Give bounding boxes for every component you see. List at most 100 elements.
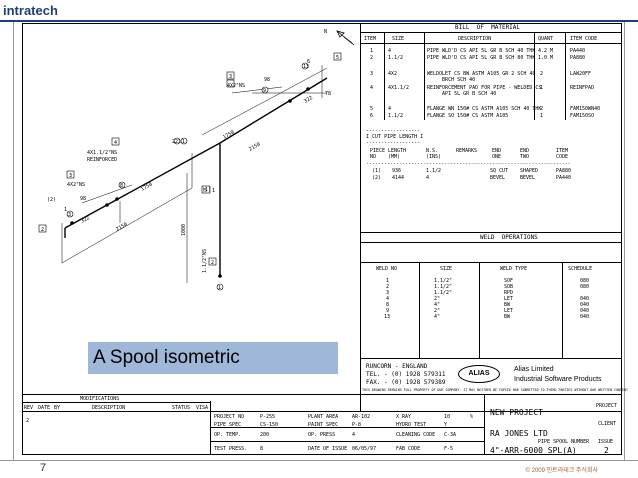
field-value: AR-102 <box>352 414 371 420</box>
weld-cell-size: 1.1/2" <box>434 290 453 296</box>
weld-cell-type: BW <box>504 302 511 308</box>
weld-header-line <box>360 262 622 263</box>
pipe-run <box>64 77 328 276</box>
cut-header-end-one: END ONE <box>492 148 502 160</box>
cut-list-header-rule: ----------------------------------------… <box>366 161 571 167</box>
weld-9: 9 <box>263 88 266 94</box>
weld-title-line <box>360 242 622 243</box>
item-6-label: 6 <box>307 59 310 65</box>
company-tel: TEL. - (0) 1928 579311 <box>366 371 446 378</box>
field-value: P-255 <box>260 414 276 420</box>
company-name: Alias Limited <box>514 366 554 373</box>
weld-cell-type: BW <box>504 314 511 320</box>
weld-circles <box>66 62 309 291</box>
company-top-line <box>360 358 622 359</box>
cut-header-item-code: ITEM CODE <box>556 148 569 160</box>
dim-78: 78 <box>325 91 331 97</box>
bom-cell-size: 4 <box>388 106 392 112</box>
bottom-bar <box>0 460 638 461</box>
weld-8: 8 <box>120 183 123 189</box>
weld-header-size: SIZE <box>440 266 453 272</box>
bom-cell-description: WELDOLET CS BW ASTM A105 GR 2 SCH 40 BRC… <box>427 71 536 83</box>
drawing-frame <box>22 23 622 455</box>
weld-title: WELD OPERATIONS <box>480 234 538 241</box>
title-block-row-2 <box>210 427 484 428</box>
pipe-piece-2-1: 2 1 <box>172 139 181 145</box>
cut-cell-end-two: BEVEL <box>520 175 536 181</box>
field-label: X RAY <box>396 414 412 420</box>
bom-header-item: ITEM <box>364 36 377 42</box>
weld-cell-type: LET <box>504 308 514 314</box>
item-3b-size: 4X2"NS <box>67 182 85 188</box>
dim-98-upper: 98 <box>264 77 270 83</box>
weld-cell-schedule: 040 <box>580 296 590 302</box>
cut-list-rule-top: ------------------ <box>366 128 421 134</box>
weld-col-2 <box>479 262 480 358</box>
left-border-line <box>13 22 14 460</box>
field-label: DATE OF ISSUE <box>308 446 348 452</box>
weld-cell-schedule: 080 <box>580 278 590 284</box>
cut-header-end-two: END TWO <box>520 148 530 160</box>
dim-1750-lower: 1750 <box>140 182 153 193</box>
bom-cell-size: 1.1/2 <box>388 113 404 119</box>
cut-header-piece: PIECE NO <box>370 148 386 160</box>
client-name: RA JONES LTD <box>490 429 548 438</box>
item-2-label: 2 <box>41 227 44 233</box>
field-label: TEST PRESS. <box>214 446 248 452</box>
cut-cell-length: 936 <box>392 168 402 174</box>
revision-value: 2 <box>26 418 30 424</box>
weld-cell-type: LET <box>504 296 514 302</box>
cut-list-title-text: CUT PIPE LENGTH <box>372 134 418 140</box>
notice-line <box>22 394 622 395</box>
property-notice: THIS DRAWING REMAINS FULL PROPERTY OF OU… <box>362 388 628 392</box>
mod-header-description: DESCRIPTION <box>92 405 126 411</box>
alias-logo: ALIAS <box>458 365 500 383</box>
dim-1-1-2-ns: 1.1/2"NS <box>202 249 208 273</box>
page-number: 7 <box>40 462 47 474</box>
weld-header-schedule: SCHEDULE <box>568 266 593 272</box>
weld-cell-no: 13 <box>384 314 391 320</box>
bom-col-2 <box>424 32 425 120</box>
north-label: N <box>324 29 327 35</box>
bom-cell-item: 4 <box>370 85 374 91</box>
bom-cell-code: FAM150SO <box>570 113 595 119</box>
field-label: PIPE SPEC <box>214 422 242 428</box>
bom-header-description: DESCRIPTION <box>458 36 492 42</box>
weld-cell-schedule: 040 <box>580 314 590 320</box>
north-arrow-icon <box>336 30 355 46</box>
field-value: 8 <box>260 446 264 452</box>
field-value: 10 <box>444 414 451 420</box>
bom-cell-size: 1.1/2 <box>388 55 404 61</box>
bom-cell-description: FLANGE SO 150# CS ASTM A105 <box>427 113 509 119</box>
item-5b-label: 5 <box>204 188 207 194</box>
bom-cell-quant: 1 <box>540 113 544 119</box>
weld-cell-type: SOB <box>504 284 514 290</box>
spool-number-label: PIPE SPOOL NUMBER <box>538 439 590 445</box>
bom-cell-description: PIPE WLD'D CS API 5L GR B SCH 40 THK <box>427 48 536 54</box>
field-value: 06/05/97 <box>352 446 377 452</box>
bom-cell-code: FAM150WN40 <box>570 106 601 112</box>
weld-header-type: WELD TYPE <box>500 266 528 272</box>
spool-number: 4"-ARR-6000 SPL(A) <box>490 446 577 455</box>
weld-points <box>70 87 310 278</box>
top-bar <box>0 20 638 22</box>
field-value: F-5 <box>444 446 454 452</box>
bom-cell-item: 1 <box>370 48 374 54</box>
title-block-row-3 <box>210 441 484 442</box>
project-label: PROJECT <box>596 403 618 409</box>
bom-title: BILL OF MATERIAL <box>455 24 521 31</box>
right-panel-separator <box>360 23 361 411</box>
weld-cell-no: 4 <box>386 296 390 302</box>
mod-header-visa: VISA <box>196 405 209 411</box>
bom-cell-item: 6 <box>370 113 374 119</box>
cut-header-length: LENGTH (MM) <box>388 148 407 160</box>
field-label: OP. PRESS <box>308 432 336 438</box>
dim-322-upper: 322 <box>303 95 314 105</box>
item-5-sep: 1 <box>212 188 215 194</box>
bom-cell-quant: 1 <box>540 85 544 91</box>
bom-header-line <box>360 43 622 44</box>
issue-number: 2 <box>604 446 609 455</box>
field-label: OP. TEMP. <box>214 432 242 438</box>
bom-col-4 <box>565 32 566 120</box>
field-label: PAINT SPEC <box>308 422 339 428</box>
